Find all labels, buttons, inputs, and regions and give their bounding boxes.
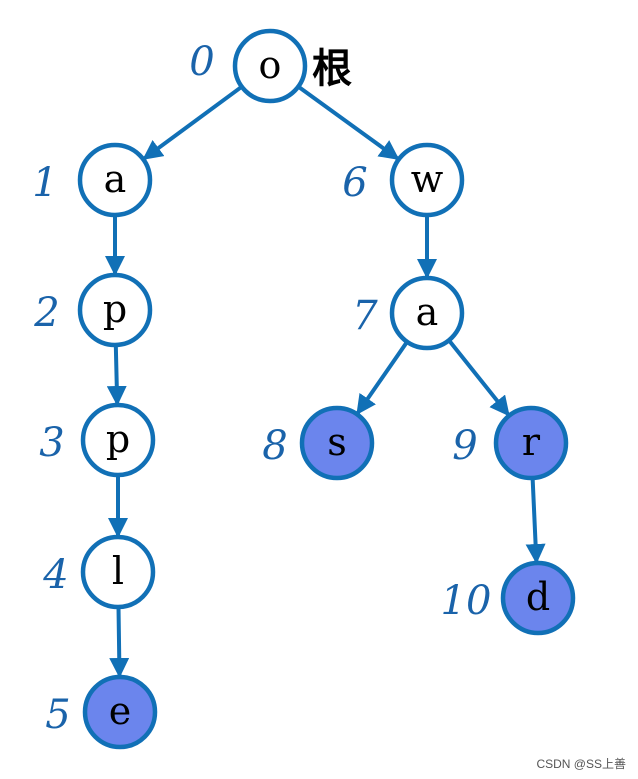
node-char: a xyxy=(416,290,439,334)
node-index-label: 6 xyxy=(342,160,367,206)
node-char: l xyxy=(112,549,124,593)
node-char: s xyxy=(327,420,347,464)
node-index-label: 10 xyxy=(441,578,492,624)
node-circle xyxy=(77,272,153,348)
node-3: p3 xyxy=(39,402,156,478)
node-index-label: 0 xyxy=(189,39,214,85)
node-circle xyxy=(80,534,156,610)
node-circle xyxy=(232,28,308,104)
node-char: o xyxy=(259,43,282,87)
node-index-label: 8 xyxy=(262,423,287,469)
node-index-label: 5 xyxy=(45,692,70,738)
node-index-label: 1 xyxy=(32,160,57,206)
node-7: a7 xyxy=(352,275,465,351)
node-5: e5 xyxy=(45,674,158,750)
node-10: d 10 xyxy=(441,560,576,636)
node-char: w xyxy=(411,157,444,201)
node-index-label: 4 xyxy=(42,552,68,598)
root-label: 根 xyxy=(312,46,352,92)
edge-0-1 xyxy=(142,84,244,161)
node-index-label: 9 xyxy=(452,423,477,469)
node-2: p2 xyxy=(33,272,153,348)
node-9: r9 xyxy=(452,405,569,481)
node-char: p xyxy=(106,417,130,461)
node-char: e xyxy=(109,689,132,733)
node-index-label: 7 xyxy=(352,293,378,339)
node-index-label: 3 xyxy=(39,420,64,466)
node-circle xyxy=(80,402,156,478)
node-0: o0 xyxy=(189,28,308,104)
node-circle xyxy=(389,275,465,351)
node-8: s8 xyxy=(262,405,375,481)
node-1: a1 xyxy=(32,142,153,218)
node-4: l4 xyxy=(42,534,156,610)
edge-4-5 xyxy=(109,605,130,678)
terminal-node-circle xyxy=(500,560,576,636)
edges xyxy=(105,84,546,678)
edge-7-8 xyxy=(355,339,410,416)
node-char: p xyxy=(103,287,127,331)
terminal-node-circle xyxy=(82,674,158,750)
node-6: w6 xyxy=(342,142,465,218)
terminal-node-circle xyxy=(299,405,375,481)
node-circle xyxy=(389,142,465,218)
node-char: r xyxy=(522,420,541,464)
node-circle xyxy=(77,142,153,218)
node-char: a xyxy=(104,157,127,201)
edge-9-10 xyxy=(525,476,546,564)
node-char: d xyxy=(526,575,550,619)
edge-0-6 xyxy=(296,84,400,161)
edge-2-3 xyxy=(106,343,127,406)
node-index-label: 2 xyxy=(33,290,59,336)
watermark: CSDN @SS上善 xyxy=(536,756,626,771)
edge-7-9 xyxy=(446,338,511,417)
terminal-node-circle xyxy=(493,405,569,481)
